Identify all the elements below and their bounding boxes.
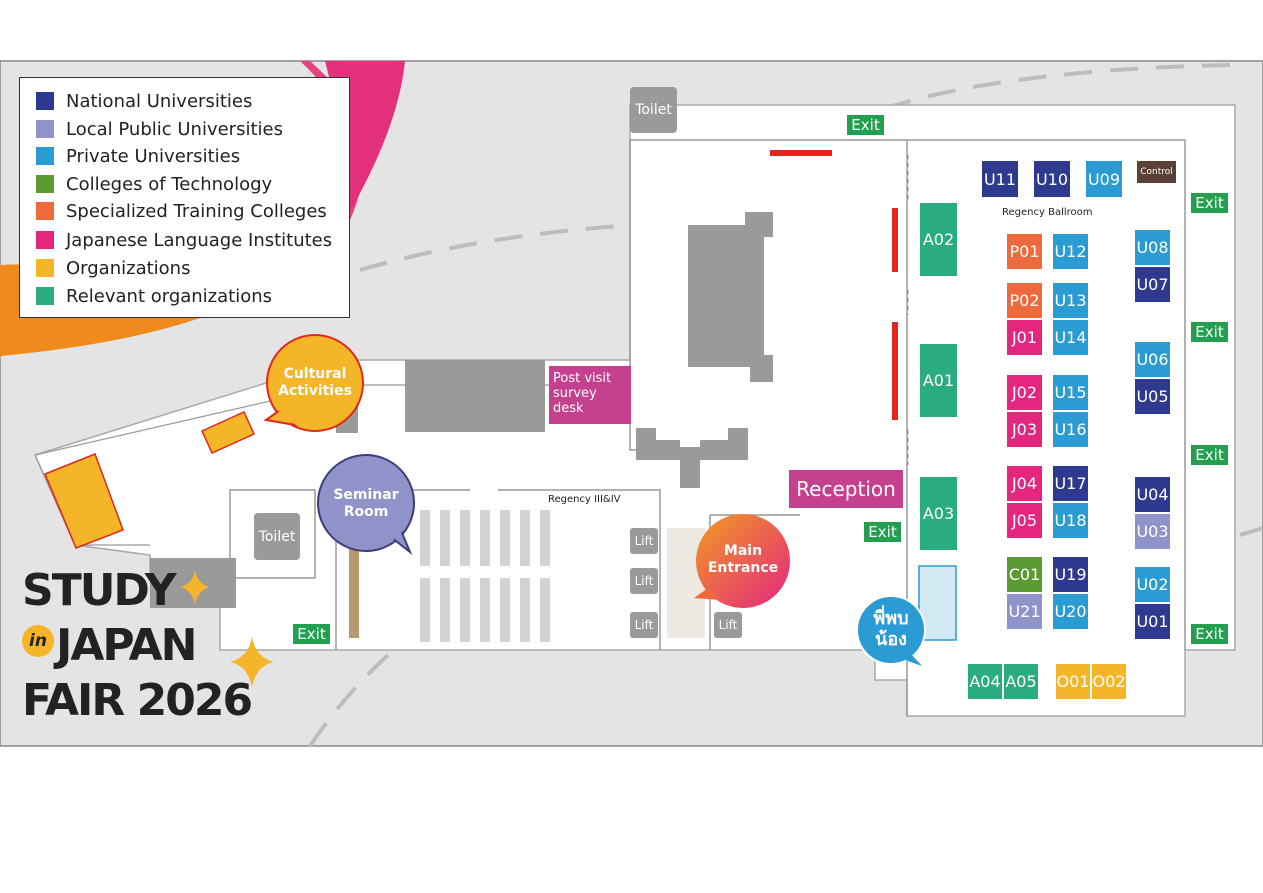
booth-a04[interactable]: A04 (967, 663, 1003, 700)
exit-reception[interactable]: Exit (862, 520, 903, 544)
regency-ballroom-label: Regency Ballroom (1002, 207, 1093, 218)
booth-u11[interactable]: U11 (981, 160, 1019, 198)
toilet-west: Toilet (254, 513, 300, 560)
control-room: Control (1136, 160, 1177, 184)
legend-label: Japanese Language Institutes (66, 229, 333, 251)
lift-3: Lift (630, 612, 658, 638)
legend-label: Specialized Training Colleges (66, 200, 327, 222)
booth-o01[interactable]: O01 (1055, 663, 1091, 700)
booth-u15[interactable]: U15 (1052, 374, 1089, 411)
booth-u06[interactable]: U06 (1134, 341, 1171, 378)
legend-swatch (36, 231, 54, 249)
legend-swatch (36, 92, 54, 110)
lift-4: Lift (714, 612, 742, 638)
booth-p01[interactable]: P01 (1006, 233, 1043, 270)
booth-u09[interactable]: U09 (1085, 160, 1123, 198)
legend-label: Organizations (66, 257, 191, 279)
booth-j03[interactable]: J03 (1006, 411, 1043, 448)
lift-1: Lift (630, 528, 658, 554)
legend-item: Local Public Universities (36, 118, 283, 140)
booth-a03[interactable]: A03 (919, 476, 958, 551)
booth-u07[interactable]: U07 (1134, 266, 1171, 303)
booth-u08[interactable]: U08 (1134, 229, 1171, 266)
legend-item: Specialized Training Colleges (36, 200, 327, 222)
legend-swatch (36, 202, 54, 220)
title-japan: JAPAN (56, 620, 198, 671)
booth-o02[interactable]: O02 (1091, 663, 1127, 700)
exit-west[interactable]: Exit (291, 622, 332, 646)
title-study: STUDY (22, 565, 177, 616)
exit-north[interactable]: Exit (845, 113, 886, 137)
booth-p02[interactable]: P02 (1006, 282, 1043, 319)
booth-j04[interactable]: J04 (1006, 465, 1043, 502)
exit-east-1[interactable]: Exit (1189, 191, 1230, 215)
booth-u19[interactable]: U19 (1052, 556, 1089, 593)
booth-a05[interactable]: A05 (1003, 663, 1039, 700)
exit-east-4[interactable]: Exit (1189, 622, 1230, 646)
booth-u21[interactable]: U21 (1006, 593, 1043, 630)
legend-swatch (36, 120, 54, 138)
exit-east-2[interactable]: Exit (1189, 320, 1230, 344)
post-visit-survey-desk[interactable]: Post visit survey desk (549, 366, 631, 424)
legend-swatch (36, 287, 54, 305)
legend-label: Local Public Universities (66, 118, 283, 140)
seminar-room-label[interactable]: Seminar Room (333, 487, 399, 520)
legend-item: Private Universities (36, 145, 240, 167)
booth-u10[interactable]: U10 (1033, 160, 1071, 198)
cultural-activities-label[interactable]: Cultural Activities (278, 366, 352, 399)
booth-a02[interactable]: A02 (919, 202, 958, 277)
legend-swatch (36, 259, 54, 277)
booth-c01[interactable]: C01 (1006, 556, 1043, 593)
booth-u20[interactable]: U20 (1052, 593, 1089, 630)
booth-a01[interactable]: A01 (919, 343, 958, 418)
legend-swatch (36, 147, 54, 165)
booth-j01[interactable]: J01 (1006, 319, 1043, 356)
booth-u14[interactable]: U14 (1052, 319, 1089, 356)
booth-j02[interactable]: J02 (1006, 374, 1043, 411)
booth-u04[interactable]: U04 (1134, 476, 1171, 513)
booth-u17[interactable]: U17 (1052, 465, 1089, 502)
booth-u16[interactable]: U16 (1052, 411, 1089, 448)
legend-label: Relevant organizations (66, 285, 273, 307)
reception-desk[interactable]: Reception (789, 470, 903, 508)
legend-swatch (36, 175, 54, 193)
legend-item: Japanese Language Institutes (36, 229, 332, 251)
booth-u03[interactable]: U03 (1134, 513, 1171, 550)
legend-label: National Universities (66, 90, 253, 112)
title-fair-2026: FAIR 2026 (22, 675, 253, 726)
legend-item: Organizations (36, 257, 190, 279)
booth-u12[interactable]: U12 (1052, 233, 1089, 270)
main-entrance-label[interactable]: Main Entrance (707, 543, 779, 576)
legend-label: Private Universities (66, 145, 241, 167)
legend-item: National Universities (36, 90, 252, 112)
seminar-seats (420, 510, 550, 642)
booth-u01[interactable]: U01 (1134, 603, 1171, 640)
title-in: in (29, 631, 47, 651)
pee-pob-nong-label[interactable]: พี่พบน้อง (873, 608, 909, 650)
legend-item: Relevant organizations (36, 285, 272, 307)
booth-u18[interactable]: U18 (1052, 502, 1089, 539)
legend: National Universities Local Public Unive… (19, 77, 350, 318)
booth-u05[interactable]: U05 (1134, 378, 1171, 415)
toilet-top: Toilet (630, 87, 677, 133)
booth-j05[interactable]: J05 (1006, 502, 1043, 539)
legend-label: Colleges of Technology (66, 173, 273, 195)
booth-u13[interactable]: U13 (1052, 282, 1089, 319)
regency-3-4-label: Regency III&IV (548, 494, 621, 505)
lift-2: Lift (630, 568, 658, 594)
booth-u02[interactable]: U02 (1134, 566, 1171, 603)
exit-east-3[interactable]: Exit (1189, 443, 1230, 467)
legend-item: Colleges of Technology (36, 173, 272, 195)
